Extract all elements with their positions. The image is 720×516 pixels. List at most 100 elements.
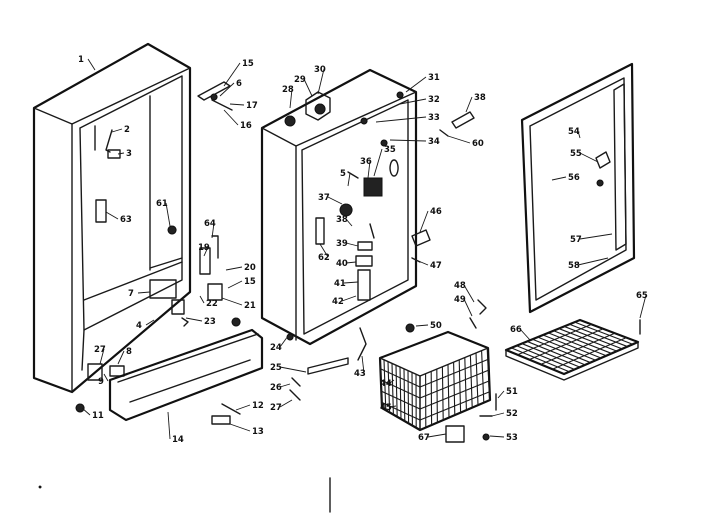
callout-label: 42 bbox=[332, 297, 344, 307]
leader-line bbox=[235, 404, 251, 411]
leader-line bbox=[203, 246, 209, 257]
leader-line bbox=[87, 58, 96, 71]
leader-line bbox=[111, 128, 123, 133]
bottom-bin-cover bbox=[108, 328, 264, 422]
leader-line bbox=[389, 379, 395, 384]
leader-line bbox=[497, 390, 505, 399]
callout-label: 17 bbox=[246, 101, 258, 111]
callout-label: 16 bbox=[240, 121, 252, 131]
callout-label: 61 bbox=[156, 199, 168, 209]
callout-label: 7 bbox=[128, 289, 134, 299]
callout-label: 58 bbox=[568, 261, 580, 271]
leader-line bbox=[373, 148, 383, 177]
leader-line bbox=[577, 130, 581, 139]
leader-line bbox=[211, 222, 215, 239]
leader-line bbox=[99, 348, 105, 365]
leader-line bbox=[343, 281, 359, 284]
inner-liner bbox=[260, 68, 418, 346]
leader-line bbox=[105, 211, 119, 220]
callout-label: 50 bbox=[430, 321, 442, 331]
callout-label: 5 bbox=[340, 169, 346, 179]
leader-line bbox=[327, 196, 343, 205]
callout-label: 55 bbox=[570, 149, 582, 159]
leader-line bbox=[279, 366, 307, 373]
cabinet-shell bbox=[32, 42, 192, 394]
leader-line bbox=[229, 103, 245, 106]
callout-label: 56 bbox=[568, 173, 580, 183]
leader-line bbox=[551, 176, 567, 181]
leader-line bbox=[223, 109, 239, 126]
leader-line bbox=[639, 294, 647, 319]
hinge-parts bbox=[197, 81, 241, 425]
callout-label: 44 bbox=[380, 379, 392, 389]
callout-label: 39 bbox=[336, 239, 348, 249]
leader-line bbox=[367, 160, 371, 179]
leader-line bbox=[279, 335, 289, 348]
callout-label: 27 bbox=[270, 403, 282, 413]
callout-label: 29 bbox=[294, 75, 306, 85]
leader-line bbox=[465, 96, 473, 113]
callout-label: 37 bbox=[318, 193, 330, 203]
leader-line bbox=[405, 76, 427, 93]
leader-line bbox=[117, 152, 125, 155]
leader-line bbox=[303, 78, 313, 97]
callout-label: 28 bbox=[282, 85, 294, 95]
callout-label: 22 bbox=[206, 299, 218, 309]
leader-line bbox=[345, 242, 359, 247]
callout-label: 38 bbox=[474, 93, 486, 103]
callout-label: 48 bbox=[454, 281, 466, 291]
callout-label: 43 bbox=[354, 369, 366, 379]
cabinet-inner-parts bbox=[75, 129, 241, 413]
callout-label: 19 bbox=[198, 243, 210, 253]
callout-label: 57 bbox=[570, 235, 582, 245]
callout-label: 24 bbox=[270, 343, 282, 353]
leader-line bbox=[221, 297, 243, 306]
leader-line bbox=[399, 98, 427, 105]
liner-controls bbox=[284, 91, 475, 401]
callout-label: 62 bbox=[318, 253, 330, 263]
leader-line bbox=[219, 82, 235, 97]
callout-label: 51 bbox=[506, 387, 518, 397]
wire-basket bbox=[378, 330, 492, 432]
leader-line bbox=[145, 319, 155, 326]
callout-label: 15 bbox=[242, 59, 254, 69]
callout-label: 20 bbox=[244, 263, 256, 273]
leader-line bbox=[579, 233, 613, 240]
leader-line bbox=[317, 68, 325, 95]
callout-label: 67 bbox=[418, 433, 430, 443]
leader-line bbox=[81, 407, 91, 416]
callout-label: 38 bbox=[336, 215, 348, 225]
leader-line bbox=[389, 139, 427, 142]
callout-label: 63 bbox=[120, 215, 132, 225]
leader-line bbox=[103, 373, 109, 382]
callout-label: 30 bbox=[314, 65, 326, 75]
callout-label: 3 bbox=[126, 149, 132, 159]
leader-line bbox=[319, 243, 329, 258]
leader-line bbox=[223, 62, 241, 87]
leader-line bbox=[347, 172, 351, 187]
door-panel bbox=[520, 62, 636, 314]
leader-line bbox=[519, 328, 531, 341]
callout-label: 25 bbox=[270, 363, 282, 373]
leader-line bbox=[137, 291, 151, 294]
callout-label: 21 bbox=[244, 301, 256, 311]
callout-label: 9 bbox=[98, 377, 104, 387]
callout-label: 6 bbox=[236, 79, 242, 89]
leader-line bbox=[463, 284, 475, 303]
callout-label: 45 bbox=[380, 403, 392, 413]
callout-label: 49 bbox=[454, 295, 466, 305]
callout-label: 2 bbox=[124, 125, 130, 135]
callout-label: 15 bbox=[244, 277, 256, 287]
callout-label: 26 bbox=[270, 383, 282, 393]
leader-line bbox=[489, 435, 505, 438]
wire-shelf bbox=[504, 318, 641, 381]
callout-label: 12 bbox=[252, 401, 264, 411]
leader-line bbox=[279, 399, 293, 408]
callout-label: 36 bbox=[360, 157, 372, 167]
callout-label: 33 bbox=[428, 113, 440, 123]
callout-label: 41 bbox=[334, 279, 346, 289]
leader-line bbox=[579, 152, 599, 163]
callout-label: 1 bbox=[78, 55, 84, 65]
